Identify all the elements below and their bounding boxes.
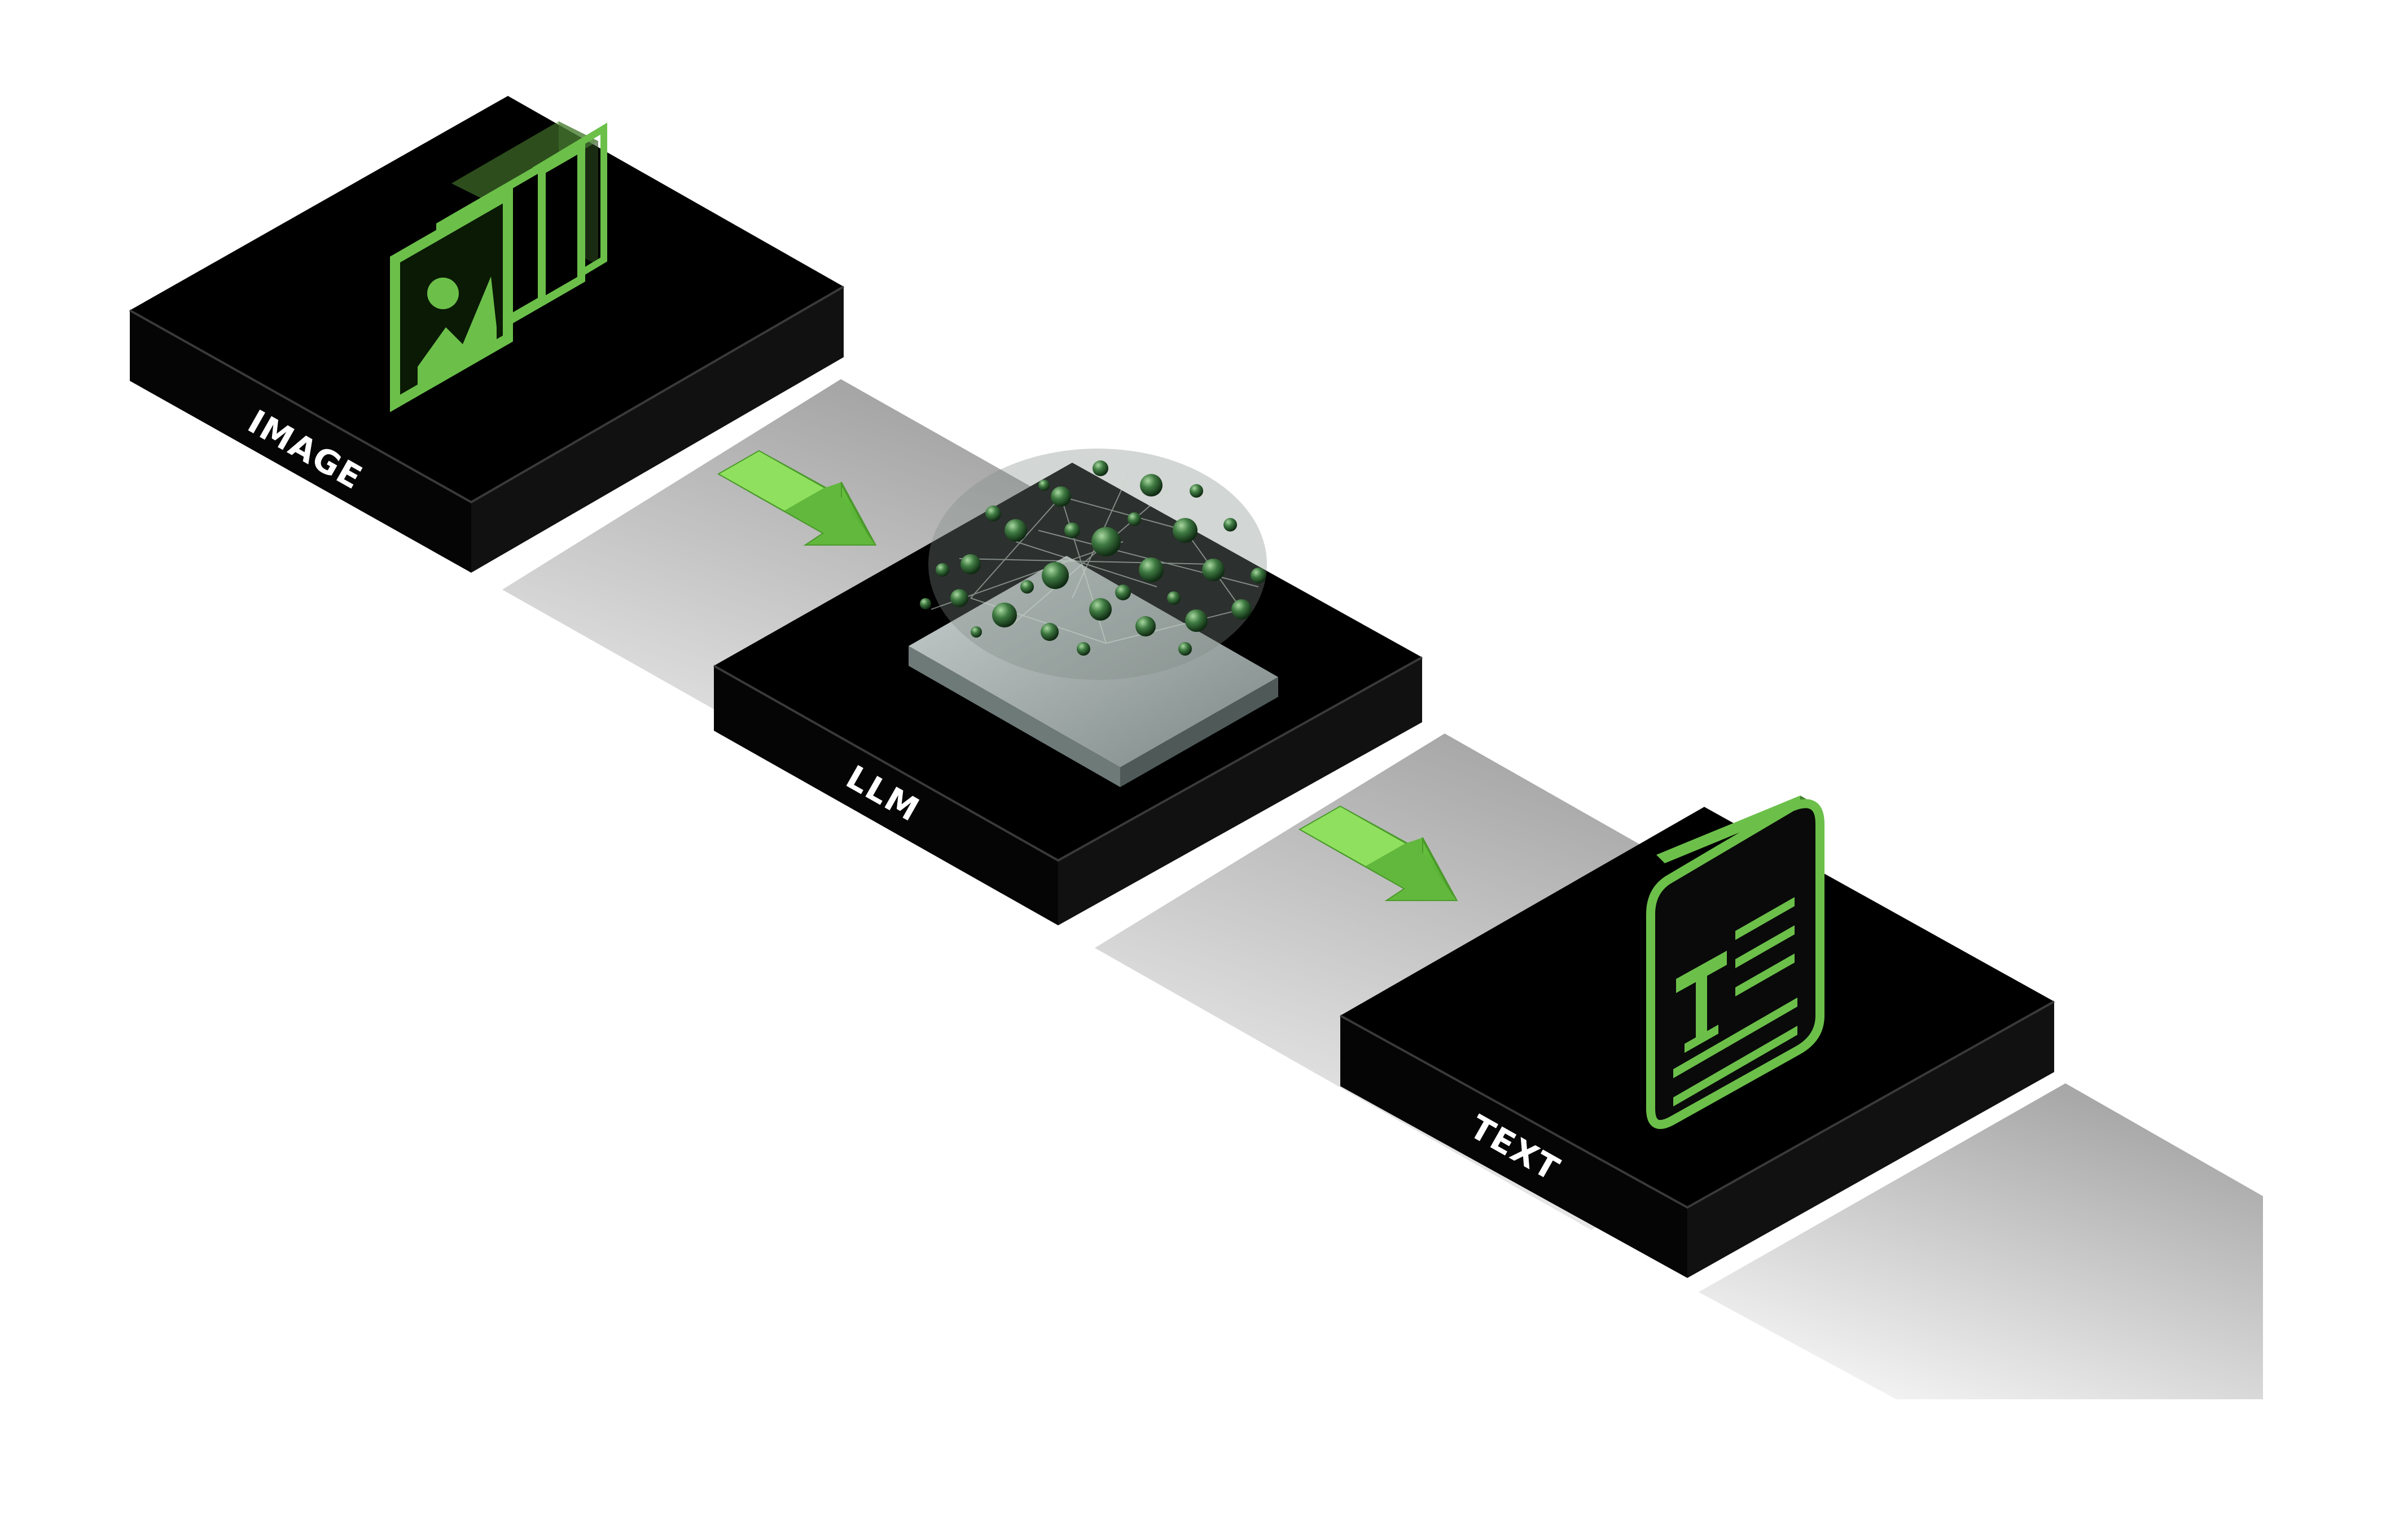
floor-path-3 — [1699, 1083, 2263, 1399]
platform-llm-front — [714, 666, 1058, 925]
platform-image-side — [471, 287, 844, 573]
neural-network-icon — [909, 449, 1278, 787]
floor-paths — [502, 379, 2263, 1399]
stage-text: TEXT — [1340, 796, 2055, 1278]
arrow-right-icon — [717, 450, 877, 546]
stage-llm: LLM — [713, 449, 1423, 925]
platform-text-front — [1340, 1016, 1687, 1278]
image-gallery-icon — [390, 121, 607, 412]
platform-text-side — [1687, 1001, 2054, 1278]
text-document-icon — [1646, 796, 1824, 1129]
platform-image-front — [130, 310, 471, 573]
arrow-right-icon — [1298, 805, 1458, 901]
platform-llm-side — [1058, 657, 1422, 925]
